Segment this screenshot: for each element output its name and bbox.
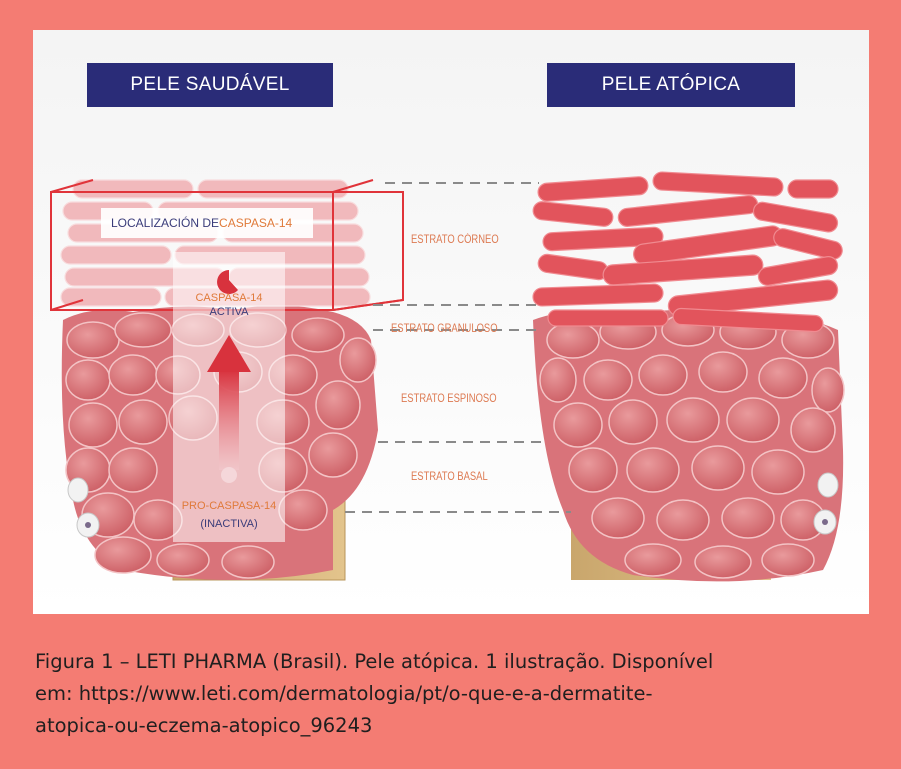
active-caspase-name: CASPASA-14 (183, 292, 275, 304)
healthy-skin-banner: PELE SAUDÁVEL (87, 63, 333, 107)
atopic-skin-banner: PELE ATÓPICA (547, 63, 795, 107)
pro-caspase-name: PRO-CASPASA-14 (177, 500, 281, 512)
caspase-localization-label: LOCALIZACIÓN DE CASPASA-14 (101, 208, 313, 238)
localization-prefix: LOCALIZACIÓN DE (111, 216, 219, 230)
label-stratum-corneum: ESTRATO CÓRNEO (411, 234, 499, 246)
label-stratum-granulosum: ESTRATO GRANULOSO (391, 323, 498, 335)
pro-caspase-state: (INACTIVA) (183, 518, 275, 530)
atopic-cell-layers (533, 310, 844, 581)
figure-caption: Figura 1 – LETI PHARMA (Brasil). Pele at… (35, 646, 875, 742)
caption-line-1: Figura 1 – LETI PHARMA (Brasil). Pele at… (35, 646, 875, 678)
label-stratum-spinosum: ESTRATO ESPINOSO (401, 393, 497, 405)
label-stratum-basale: ESTRATO BASAL (411, 471, 488, 483)
caption-line-3: atopica-ou-eczema-atopico_96243 (35, 710, 875, 742)
active-caspase-state: ACTIVA (183, 306, 275, 318)
caption-line-2: em: https://www.leti.com/dermatologia/pt… (35, 678, 875, 710)
skin-illustration: PELE SAUDÁVEL PELE ATÓPICA ESTRATO CÓRNE… (33, 30, 869, 614)
localization-highlight: CASPASA-14 (219, 216, 292, 230)
skin-diagram-graphic (33, 30, 869, 614)
